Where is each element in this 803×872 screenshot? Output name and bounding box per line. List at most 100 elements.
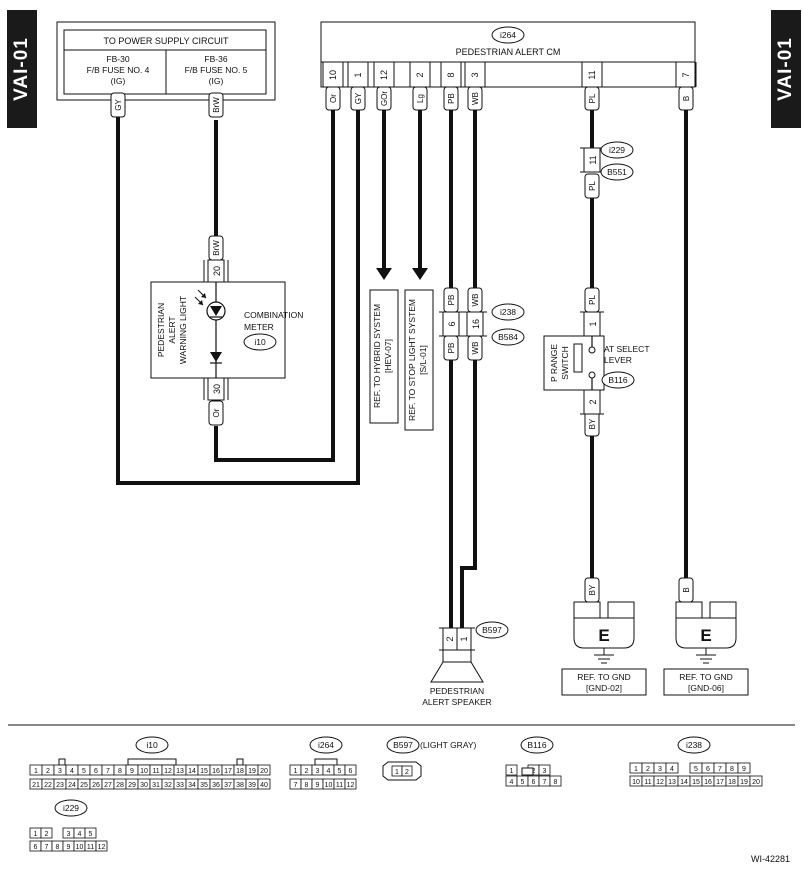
pin-2: 2 <box>646 766 650 773</box>
pin-12: 12 <box>656 779 664 786</box>
tag-by-switch: BY <box>588 418 597 429</box>
conn-i238-id: i238 <box>686 740 702 750</box>
pin-11: 11 <box>336 782 343 789</box>
pin-3: 3 <box>67 831 71 838</box>
pin-38: 38 <box>236 782 244 789</box>
pin-2: 2 <box>305 768 309 775</box>
tag-by-ground: BY <box>588 584 597 595</box>
fuse-1-line-1: FB-30 <box>106 54 129 64</box>
pin-23: 23 <box>56 782 64 789</box>
switch-pin-top: 1 <box>588 321 598 326</box>
wire-or <box>214 110 335 462</box>
pin-3: 3 <box>58 768 62 775</box>
pin-29: 29 <box>128 782 136 789</box>
pin-1: 1 <box>634 766 638 773</box>
pin-6: 6 <box>706 766 710 773</box>
pin-21: 21 <box>32 782 40 789</box>
speaker-pin-right: 1 <box>459 636 469 641</box>
cm-wire-lg: Lg <box>416 94 425 103</box>
wire-gy <box>116 110 360 485</box>
pin-22: 22 <box>44 782 52 789</box>
tag-pb-lower: PB <box>447 343 456 354</box>
pin-7: 7 <box>718 766 722 773</box>
pin-32: 32 <box>164 782 172 789</box>
switch-location-2: LEVER <box>604 355 632 365</box>
ref-stop-box: REF. TO STOP LIGHT SYSTEM [S/L-01] <box>404 289 434 431</box>
power-supply-title: TO POWER SUPPLY CIRCUIT <box>103 36 229 46</box>
pin-5: 5 <box>82 768 86 775</box>
pin-10: 10 <box>140 768 148 775</box>
pin-5: 5 <box>89 831 93 838</box>
pin-5: 5 <box>338 768 342 775</box>
joint-i229-id: i229 <box>609 145 625 155</box>
pin-2: 2 <box>46 768 50 775</box>
pin-7: 7 <box>294 782 298 789</box>
ref-hybrid-line-1: REF. TO HYBRID SYSTEM <box>372 304 382 408</box>
pin-12: 12 <box>98 844 106 851</box>
conn-b116-id: B116 <box>527 740 546 750</box>
pin-9: 9 <box>316 782 320 789</box>
meter-label-1: COMBINATION <box>244 310 303 320</box>
cm-connector-id: i264 <box>500 30 516 40</box>
pin-12: 12 <box>347 782 355 789</box>
pin-10: 10 <box>76 844 84 851</box>
cm-pin-2: 2 <box>415 72 425 77</box>
pin-28: 28 <box>116 782 124 789</box>
tag-brw-meter: BrW <box>212 240 221 256</box>
cm-wire-gor: GOr <box>380 91 389 106</box>
tag-b-ground: B <box>682 587 691 592</box>
ground-label-1: REF. TO GND <box>679 672 733 682</box>
pin-5: 5 <box>694 766 698 773</box>
pin-39: 39 <box>248 782 256 789</box>
pin-18: 18 <box>236 768 244 775</box>
pin-14: 14 <box>188 768 196 775</box>
pin-33: 33 <box>176 782 184 789</box>
pin-35: 35 <box>200 782 208 789</box>
pin-4: 4 <box>327 768 331 775</box>
ref-hybrid-box: REF. TO HYBRID SYSTEM [HEV-07] <box>369 289 399 424</box>
tag-pl-b551: PL <box>588 181 597 191</box>
p-range-switch: 1 P RANGE SWITCH 2 AT SELECT LEVER B116 <box>543 311 650 415</box>
cm-pin-3: 3 <box>470 72 480 77</box>
meter-connector-id: i10 <box>254 337 266 347</box>
pin-16: 16 <box>704 779 712 786</box>
arrow-stop <box>412 268 428 280</box>
pin-2: 2 <box>532 768 536 775</box>
pin-9: 9 <box>130 768 134 775</box>
pin-17: 17 <box>716 779 724 786</box>
joint-b584-id: B584 <box>498 332 518 342</box>
pin-1: 1 <box>294 768 298 775</box>
pin-14: 14 <box>680 779 688 786</box>
pin-19: 19 <box>248 768 256 775</box>
pin-4: 4 <box>670 766 674 773</box>
pin-34: 34 <box>188 782 196 789</box>
conn-i229-id: i229 <box>63 803 79 813</box>
cm-wire-wb: WB <box>471 92 480 105</box>
meter-pin-top: 20 <box>212 266 222 276</box>
pin-15: 15 <box>692 779 700 786</box>
pin-31: 31 <box>152 782 160 789</box>
conn-i264-id: i264 <box>318 740 334 750</box>
wire-wb-lower <box>460 358 477 628</box>
conn-i10-id: i10 <box>146 740 158 750</box>
pin-1: 1 <box>395 769 399 776</box>
speaker-label-1: PEDESTRIAN <box>430 686 484 696</box>
tag-or-meter: Or <box>212 408 221 417</box>
pin-10: 10 <box>632 779 640 786</box>
pin-18: 18 <box>728 779 736 786</box>
cm-wire-b: B <box>682 96 691 101</box>
cm-pin-11: 11 <box>587 70 597 79</box>
pin-7: 7 <box>45 844 49 851</box>
pin-13: 13 <box>176 768 184 775</box>
alert-speaker: 2 1 B597 PEDESTRIAN ALERT SPEAKER <box>422 621 509 707</box>
ref-stop-line-2: [S/L-01] <box>418 345 428 375</box>
meter-label-2: METER <box>244 322 274 332</box>
cm-pin-1: 1 <box>353 72 363 77</box>
pin-1: 1 <box>34 831 38 838</box>
switch-contact-icon <box>573 343 583 373</box>
